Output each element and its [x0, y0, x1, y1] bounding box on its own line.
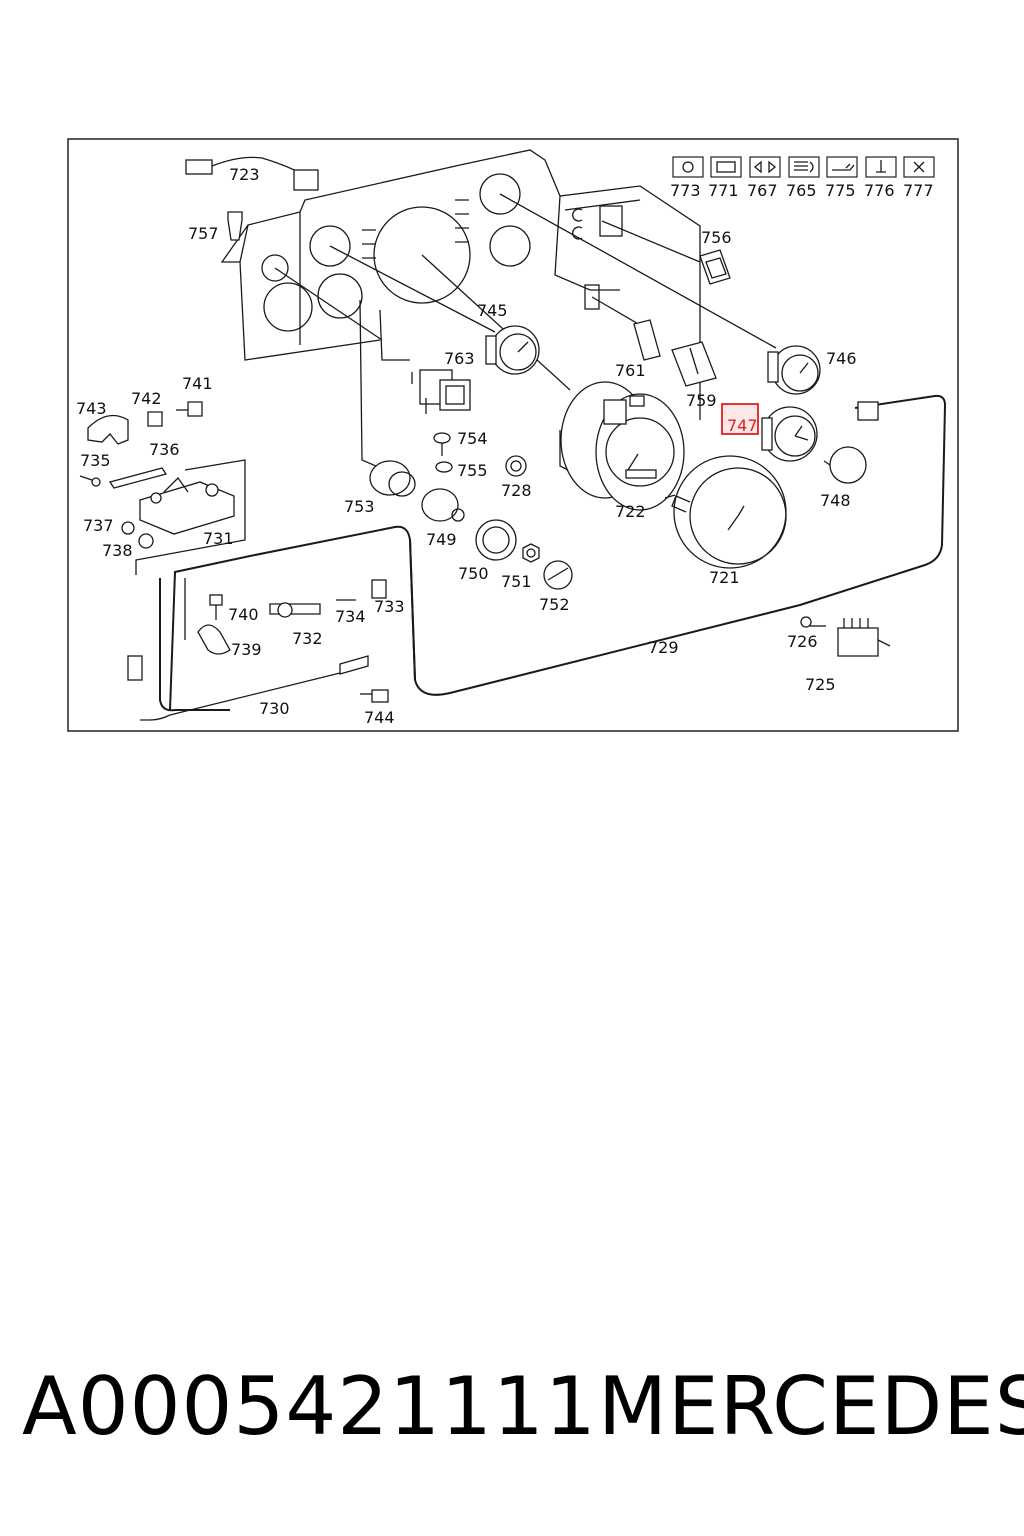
part-759-switch: [671, 341, 717, 387]
callout-752: 752: [539, 595, 570, 614]
callout-730: 730: [259, 699, 290, 718]
part-751-nut: [522, 543, 540, 563]
callout-750: 750: [458, 564, 489, 583]
indicator-label-767: 767: [747, 181, 778, 200]
brand-name: MERCEDES: [598, 1360, 1024, 1453]
indicator-label-773: 773: [670, 181, 701, 200]
part-722-tachometer: [559, 381, 685, 511]
callout-732: 732: [292, 629, 323, 648]
part-742-clip: [147, 411, 163, 427]
turn-signal-icon: [749, 156, 781, 178]
part-740-bolt: [209, 594, 223, 620]
part-738-nut: [138, 533, 154, 549]
callout-721: 721: [709, 568, 740, 587]
part-741-clip: [176, 401, 203, 417]
part-number: A0005421111: [22, 1360, 597, 1453]
callout-734: 734: [335, 607, 366, 626]
part-725-connector: [837, 618, 891, 657]
brake-warning-icon: [672, 156, 704, 178]
indicator-label-775: 775: [825, 181, 856, 200]
part-745-gauge: [485, 325, 540, 375]
callout-738: 738: [102, 541, 133, 560]
callout-736: 736: [149, 440, 180, 459]
callout-747: 747: [727, 416, 758, 435]
part-747-clock: [761, 406, 818, 462]
callout-744: 744: [364, 708, 395, 727]
dashboard-outline: [220, 149, 701, 420]
callout-741: 741: [182, 374, 213, 393]
oil-pressure-icon: [826, 156, 858, 178]
part-746-gauge: [767, 345, 821, 395]
callout-737: 737: [83, 516, 114, 535]
callout-751: 751: [501, 572, 532, 591]
part-747-highlight: [721, 403, 759, 435]
part-739-clamp: [197, 624, 231, 655]
indicator-labels: 773 771 767 765 775 776 777: [670, 181, 934, 200]
diagram-frame: [67, 138, 959, 732]
callout-labels: 723 757 756 745 763 761 746 759 747 748 …: [76, 165, 857, 727]
callout-753: 753: [344, 497, 375, 516]
callout-745: 745: [477, 301, 508, 320]
indicator-icons: [672, 156, 935, 178]
callout-759: 759: [686, 391, 717, 410]
part-744-bolt: [360, 689, 389, 703]
part-752-knob: [543, 560, 573, 590]
callout-731: 731: [203, 529, 234, 548]
part-723-harness: [185, 156, 319, 191]
callout-757: 757: [188, 224, 219, 243]
part-731-relay: [139, 476, 235, 535]
part-732-fitting: [269, 602, 321, 618]
callout-754: 754: [457, 429, 488, 448]
part-763-switch: [411, 369, 471, 414]
callout-756: 756: [701, 228, 732, 247]
callout-726: 726: [787, 632, 818, 651]
callout-735: 735: [80, 451, 111, 470]
callout-742: 742: [131, 389, 162, 408]
part-729-cable-end: [857, 401, 879, 421]
callout-740: 740: [228, 605, 259, 624]
parts-diagram: 773 771 767 765 775 776 777 723 757 756 …: [67, 138, 959, 732]
callout-722: 722: [615, 502, 646, 521]
part-753-ring: [369, 460, 416, 497]
high-beam-icon: [788, 156, 820, 178]
callout-746: 746: [826, 349, 857, 368]
indicator-label-765: 765: [786, 181, 817, 200]
part-735-screw: [79, 475, 101, 487]
indicator-label-776: 776: [864, 181, 895, 200]
part-750-ring: [475, 519, 517, 561]
part-754-screw: [433, 432, 451, 456]
callout-748: 748: [820, 491, 851, 510]
indicator-label-777: 777: [903, 181, 934, 200]
callout-729: 729: [648, 638, 679, 657]
callout-761: 761: [615, 361, 646, 380]
part-748-cap: [823, 446, 867, 484]
callout-728: 728: [501, 481, 532, 500]
part-730-sender: [127, 655, 369, 681]
part-749-socket: [421, 488, 465, 522]
part-755-washer: [435, 461, 453, 473]
callout-723: 723: [229, 165, 260, 184]
callout-733: 733: [374, 597, 405, 616]
callout-743: 743: [76, 399, 107, 418]
battery-warning-icon: [710, 156, 742, 178]
callout-725: 725: [805, 675, 836, 694]
cables: [135, 394, 947, 721]
part-761-switch: [633, 319, 661, 361]
part-footer: A0005421111 MERCEDES: [0, 1360, 1024, 1480]
part-726-screw: [800, 616, 826, 628]
part-737-washer: [121, 521, 135, 535]
part-756-switch: [699, 249, 731, 285]
callout-763: 763: [444, 349, 475, 368]
callout-749: 749: [426, 530, 457, 549]
part-743-clip: [87, 414, 129, 445]
part-733-fitting: [371, 579, 387, 599]
indicator-label-771: 771: [708, 181, 739, 200]
part-728-gear: [505, 455, 527, 477]
leader-lines: [274, 193, 777, 471]
callout-755: 755: [457, 461, 488, 480]
part-757-bulb: [227, 211, 243, 241]
part-736-bracket: [108, 467, 168, 489]
callout-739: 739: [231, 640, 262, 659]
part-721-speedometer: [671, 455, 787, 569]
